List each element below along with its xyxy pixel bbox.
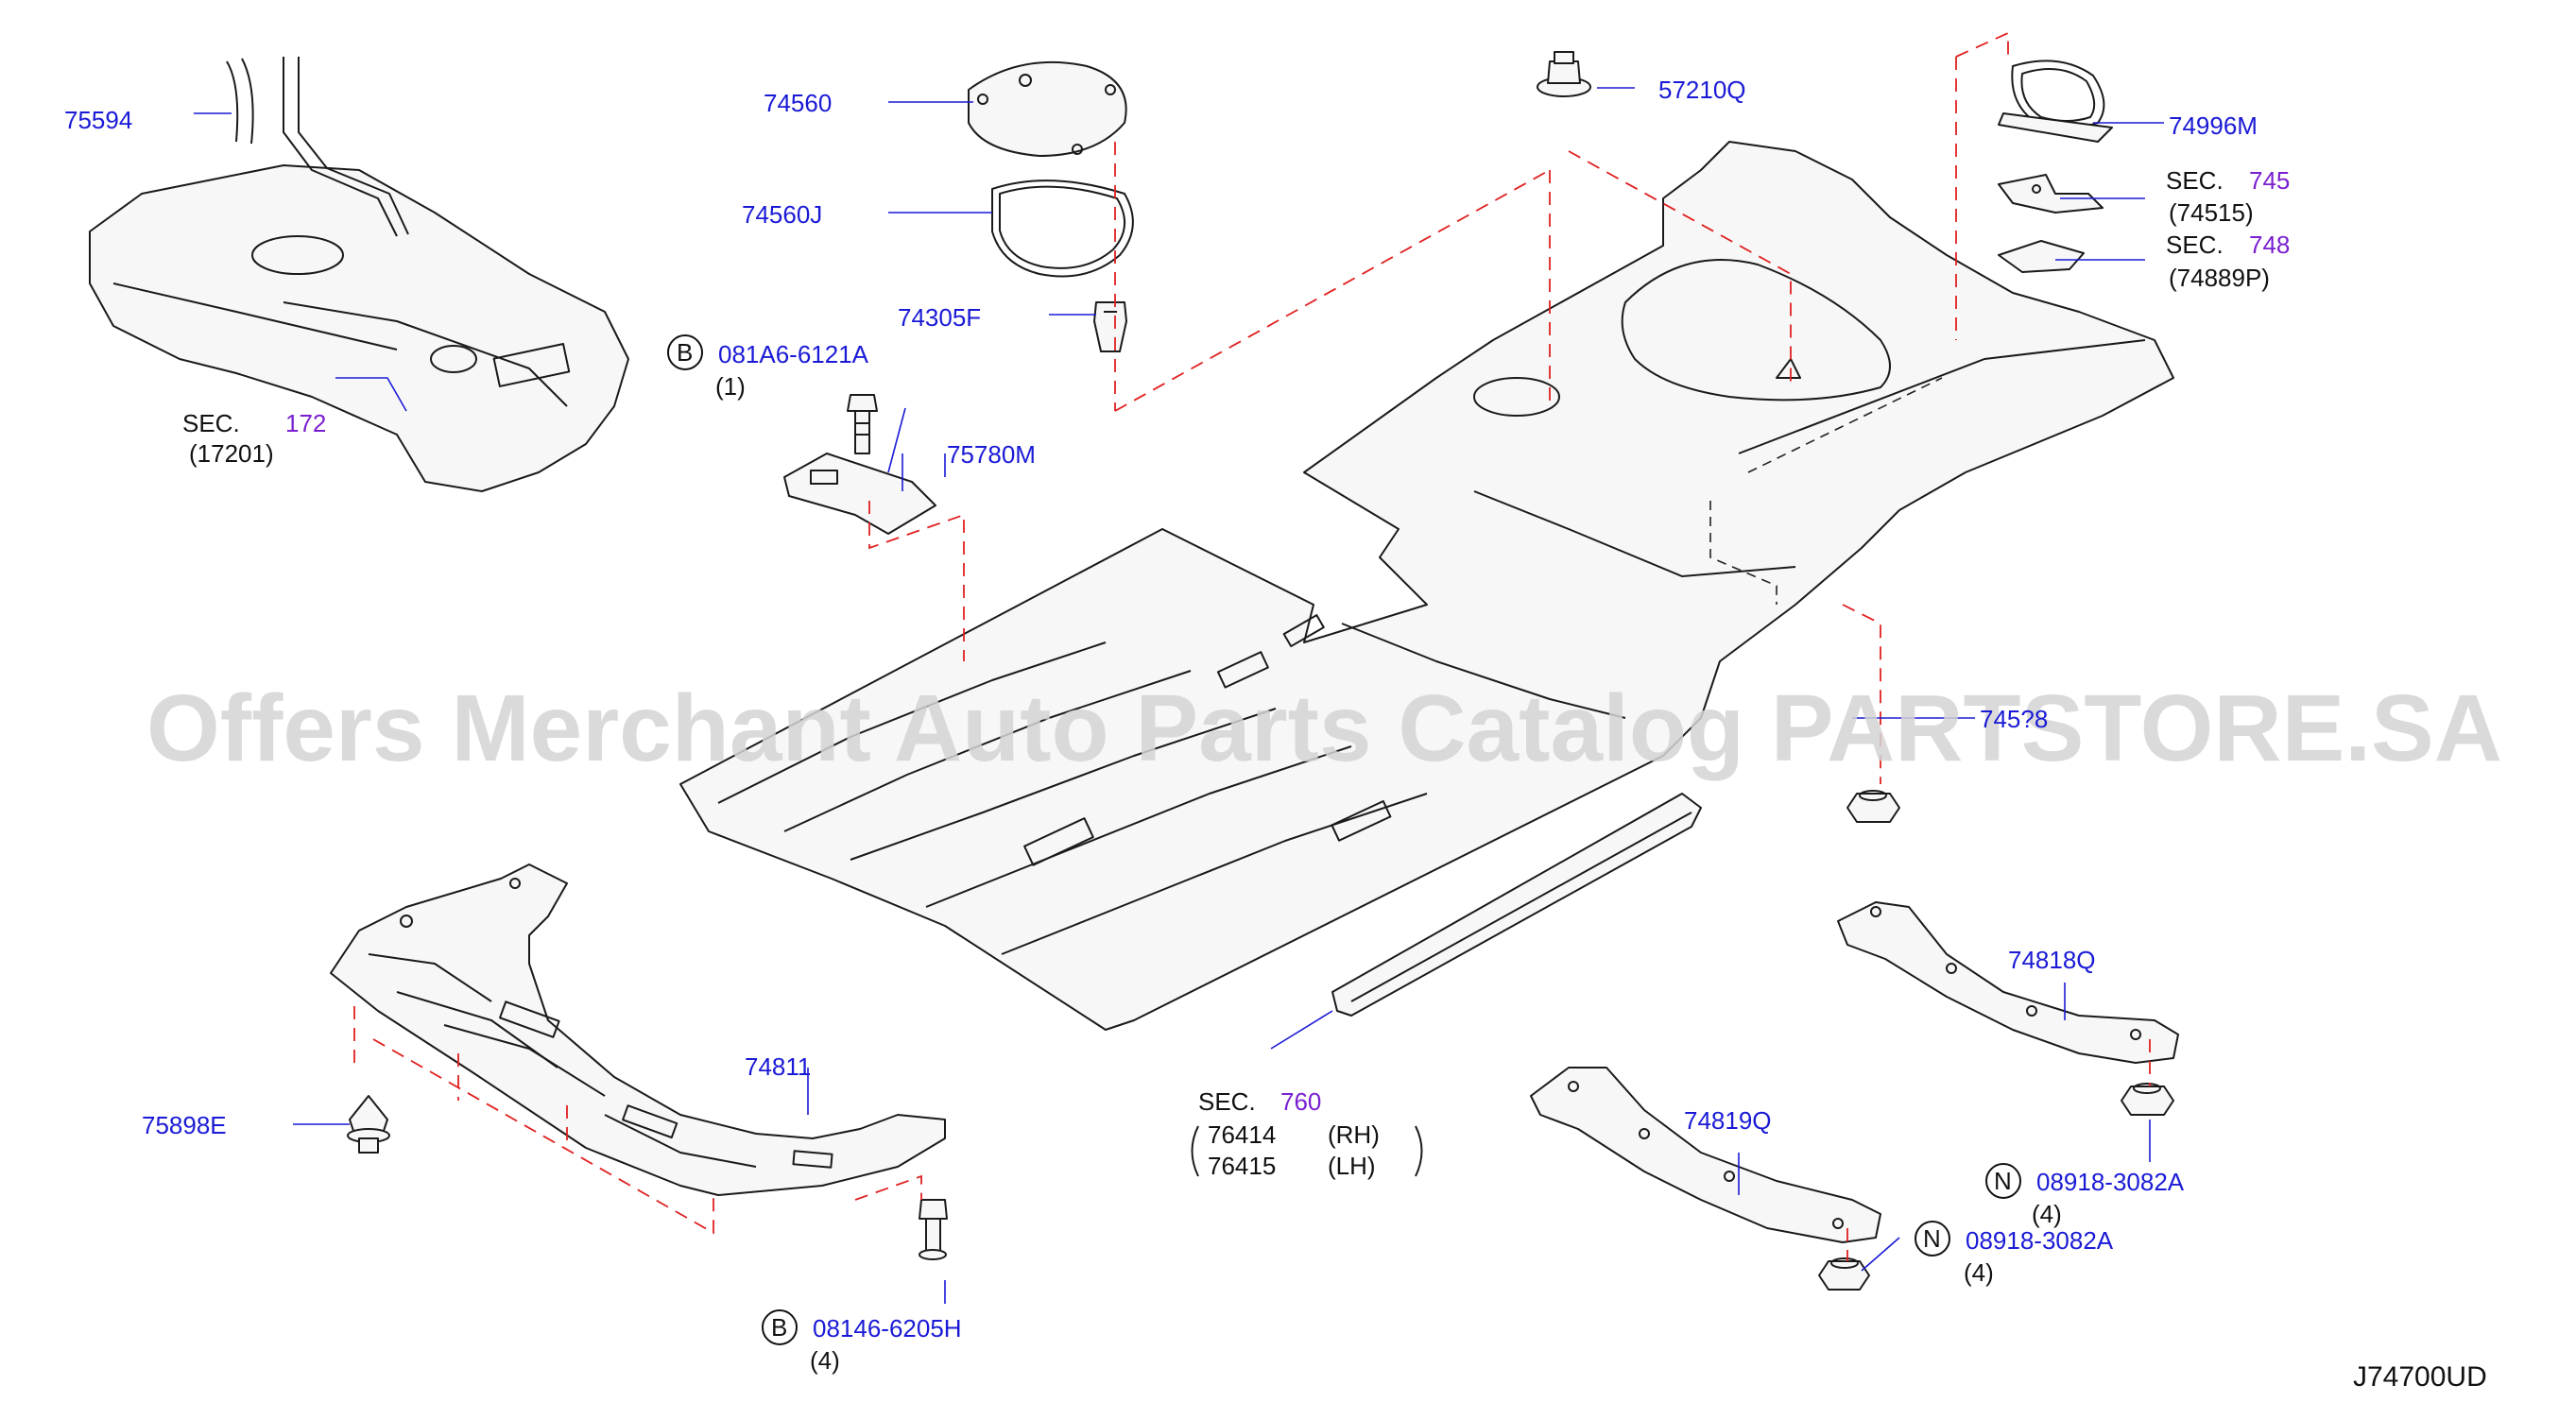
callout-74818q[interactable]: 74818Q (2008, 946, 2096, 974)
callout-sec748[interactable]: 748 (2249, 231, 2290, 259)
badge-n-lower (1915, 1221, 1950, 1257)
bolt-081a6-drawing (847, 394, 878, 454)
sec172-ref: (17201) (189, 439, 274, 468)
grommet-57210q-drawing (1537, 51, 1591, 97)
bracket-sec745-drawing (1998, 174, 2104, 214)
callout-57210q[interactable]: 57210Q (1658, 76, 1746, 104)
sec760-prefix: SEC. (1198, 1087, 1256, 1116)
badge-n-right (1985, 1163, 2021, 1199)
callout-sec760[interactable]: 760 (1280, 1087, 1321, 1116)
diagram-code: J74700UD (2353, 1361, 2487, 1393)
under-cover-74811-drawing (330, 863, 946, 1196)
fuel-tank-drawing (89, 57, 629, 492)
nut-lower-qty: (4) (1964, 1258, 1994, 1287)
side-sill-drawing (1331, 793, 1702, 1017)
pad-sec748-drawing (1998, 240, 2085, 273)
callout-74996m[interactable]: 74996M (2169, 111, 2258, 140)
sec760-rh: (RH) (1328, 1120, 1380, 1149)
callout-74560j[interactable]: 74560J (742, 200, 822, 229)
callout-745x8[interactable]: 745?8 (1980, 705, 2048, 733)
badge-b-bottom (762, 1309, 798, 1345)
clip-74305f-drawing (1093, 301, 1127, 352)
callout-75898e[interactable]: 75898E (142, 1111, 227, 1139)
callout-08918-3082a-right[interactable]: 08918-3082A (2036, 1168, 2185, 1196)
callout-75780m[interactable]: 75780M (947, 440, 1036, 469)
callout-08146-6205h[interactable]: 08146-6205H (813, 1314, 962, 1342)
callout-08918-3082a-lower[interactable]: 08918-3082A (1966, 1226, 2114, 1255)
sec172-prefix: SEC. (182, 409, 240, 437)
callout-sec172[interactable]: 172 (285, 409, 326, 437)
cross-member-74818q-drawing (1837, 901, 2179, 1064)
bolt-bottom-qty: (4) (810, 1346, 840, 1375)
callout-74560[interactable]: 74560 (764, 89, 832, 117)
badge-n-right-letter: N (1994, 1167, 2012, 1195)
badge-b-top-letter: B (677, 338, 693, 367)
bracket-74996m-drawing (1998, 60, 2113, 143)
cross-member-74819q-drawing (1530, 1067, 1881, 1243)
bolt-08146-drawing (919, 1199, 948, 1260)
callout-74811[interactable]: 74811 (745, 1052, 811, 1081)
nut-lower-drawing (1818, 1257, 1870, 1291)
sec748-ref: (74889P) (2169, 264, 2270, 292)
leader-lines (194, 87, 2164, 1304)
nut-center-right-drawing (1846, 790, 1900, 823)
callout-74819q[interactable]: 74819Q (1684, 1106, 1772, 1135)
sec745-ref: (74515) (2169, 198, 2254, 227)
callout-labels: 75594 74560 74560J 74305F 57210Q 74996M … (64, 76, 2487, 1393)
dashed-connectors (353, 31, 2151, 1261)
bracket-75780m-drawing (783, 453, 936, 535)
sec760-ref-rh: 76414 (1208, 1120, 1276, 1149)
badge-b-bottom-letter: B (771, 1313, 787, 1342)
gasket-drawing (991, 180, 1134, 278)
badge-n-lower-letter: N (1923, 1224, 1941, 1253)
sec760-ref-lh: 76415 (1208, 1152, 1276, 1180)
lock-ring-drawing (968, 60, 1127, 157)
callout-081a6-6121a[interactable]: 081A6-6121A (718, 340, 869, 368)
filler-tube-drawing (226, 58, 254, 145)
callout-sec745[interactable]: 745 (2249, 166, 2290, 195)
watermark-text: Offers Merchant Auto Parts Catalog PARTS… (146, 675, 2502, 781)
sec745-prefix: SEC. (2166, 166, 2224, 195)
clip-75898e-drawing (347, 1095, 390, 1154)
nut-right-drawing (2121, 1083, 2174, 1116)
sec760-lh: (LH) (1328, 1152, 1376, 1180)
sec748-prefix: SEC. (2166, 231, 2224, 259)
badge-b-top (667, 334, 703, 370)
callout-74305f[interactable]: 74305F (898, 303, 981, 332)
nut-right-qty: (4) (2032, 1200, 2062, 1228)
floor-panel-drawing (679, 141, 2174, 1031)
callout-75594[interactable]: 75594 (64, 106, 132, 134)
bolt-top-qty: (1) (715, 372, 746, 401)
